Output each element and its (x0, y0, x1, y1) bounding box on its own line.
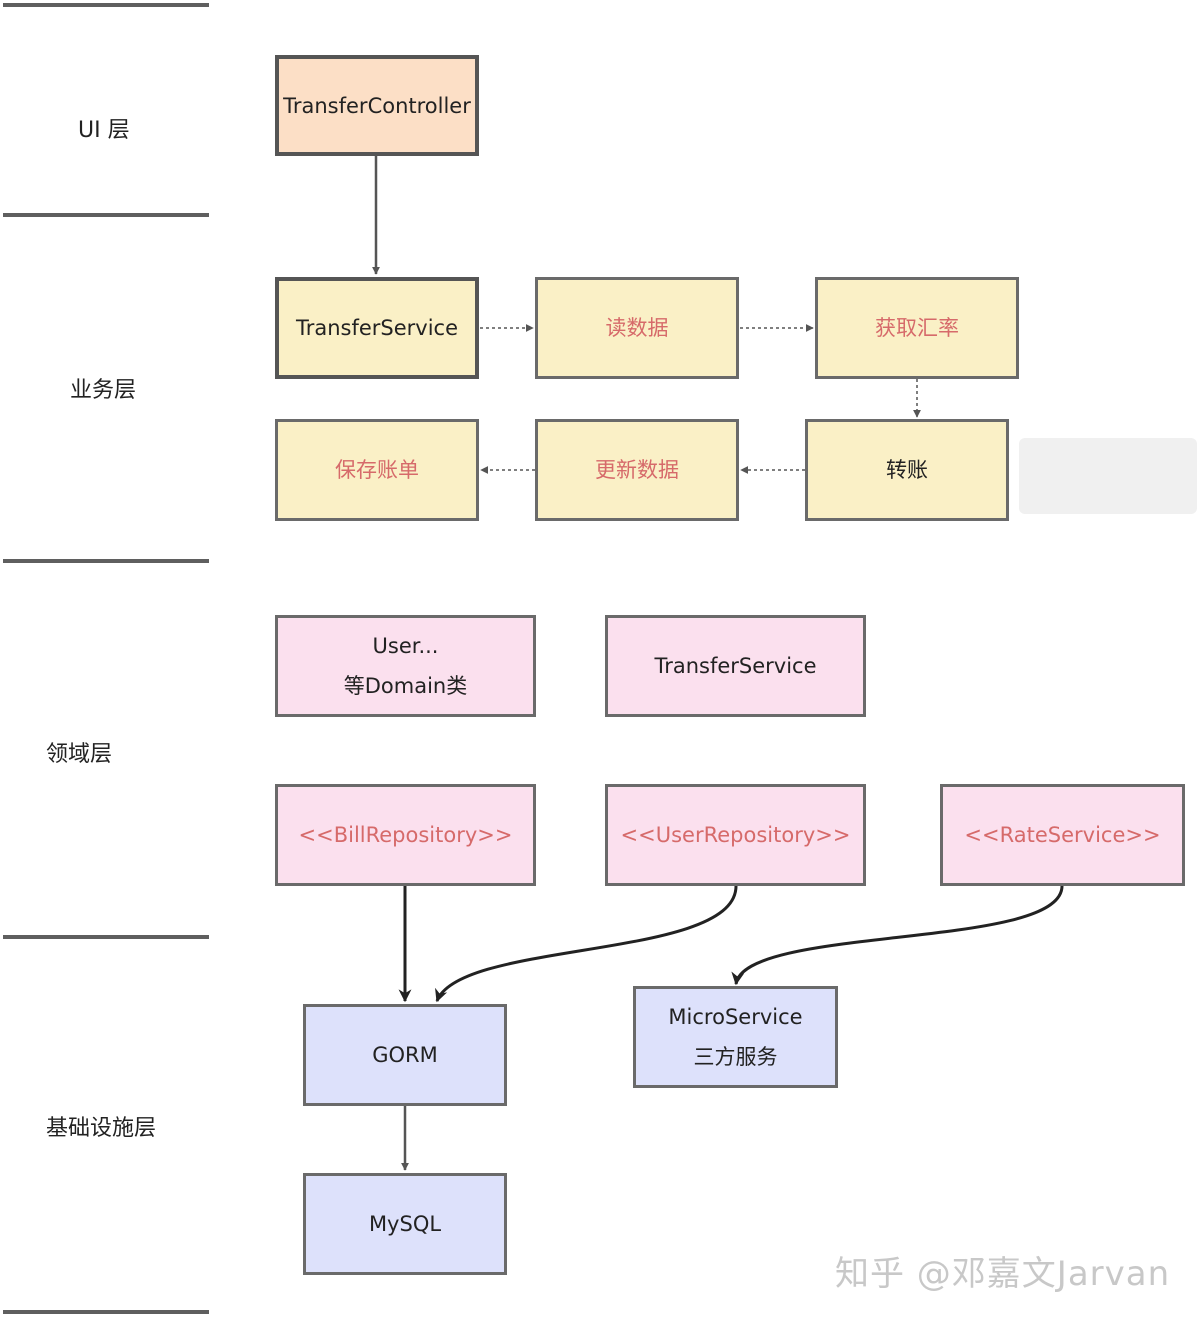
node-label-line2: 等Domain类 (343, 674, 468, 698)
node-label: <<RateService>> (964, 823, 1161, 847)
layer-label-infrastructure: 基础设施层 (46, 1116, 157, 1141)
node-label-line1: User... (372, 634, 439, 658)
node-label: 转账 (886, 458, 928, 482)
layer-separator (3, 213, 209, 217)
rate-service-node: <<RateService>> (940, 784, 1185, 886)
save-bill-node: 保存账单 (275, 419, 479, 521)
user-repository-node: <<UserRepository>> (605, 784, 866, 886)
node-label: TransferService (295, 316, 459, 340)
layer-separator (3, 3, 209, 7)
read-data-node: 读数据 (535, 277, 739, 379)
node-label: <<BillRepository>> (298, 823, 513, 847)
node-label: GORM (372, 1043, 438, 1067)
node-label: 更新数据 (595, 458, 679, 482)
get-rate-node: 获取汇率 (815, 277, 1019, 379)
node-label: 获取汇率 (875, 316, 959, 340)
edge-user-repo-to-gorm (435, 885, 738, 1003)
microservice-node: MicroService 三方服务 (633, 986, 838, 1088)
node-label: 保存账单 (335, 458, 419, 482)
transfer-node: 转账 (805, 419, 1009, 521)
layer-separator (3, 1310, 209, 1314)
domain-transfer-service-node: TransferService (605, 615, 866, 717)
layer-separator (3, 935, 209, 939)
gorm-node: GORM (303, 1004, 507, 1106)
user-domain-node: User... 等Domain类 (275, 615, 536, 717)
mysql-node: MySQL (303, 1173, 507, 1275)
transfer-controller-node: TransferController (275, 55, 479, 156)
node-label: 读数据 (605, 316, 669, 340)
node-label-line2: 三方服务 (693, 1045, 778, 1069)
node-label: TransferService (654, 654, 817, 678)
node-label-line1: MicroService (668, 1005, 803, 1029)
layer-label-ui: UI 层 (78, 118, 130, 143)
node-label: MySQL (368, 1212, 442, 1236)
transfer-service-node: TransferService (275, 277, 479, 379)
node-label: TransferController (283, 93, 471, 118)
watermark: 知乎 @邓嘉文Jarvan (835, 1254, 1171, 1294)
bill-repository-node: <<BillRepository>> (275, 784, 536, 886)
placeholder-block (1019, 438, 1197, 514)
edge-rate-service-to-microservice (731, 885, 1064, 986)
layer-label-business: 业务层 (70, 378, 137, 403)
update-data-node: 更新数据 (535, 419, 739, 521)
layer-separator (3, 559, 209, 563)
node-label: <<UserRepository>> (620, 823, 851, 847)
layer-label-domain: 领域层 (46, 742, 113, 767)
